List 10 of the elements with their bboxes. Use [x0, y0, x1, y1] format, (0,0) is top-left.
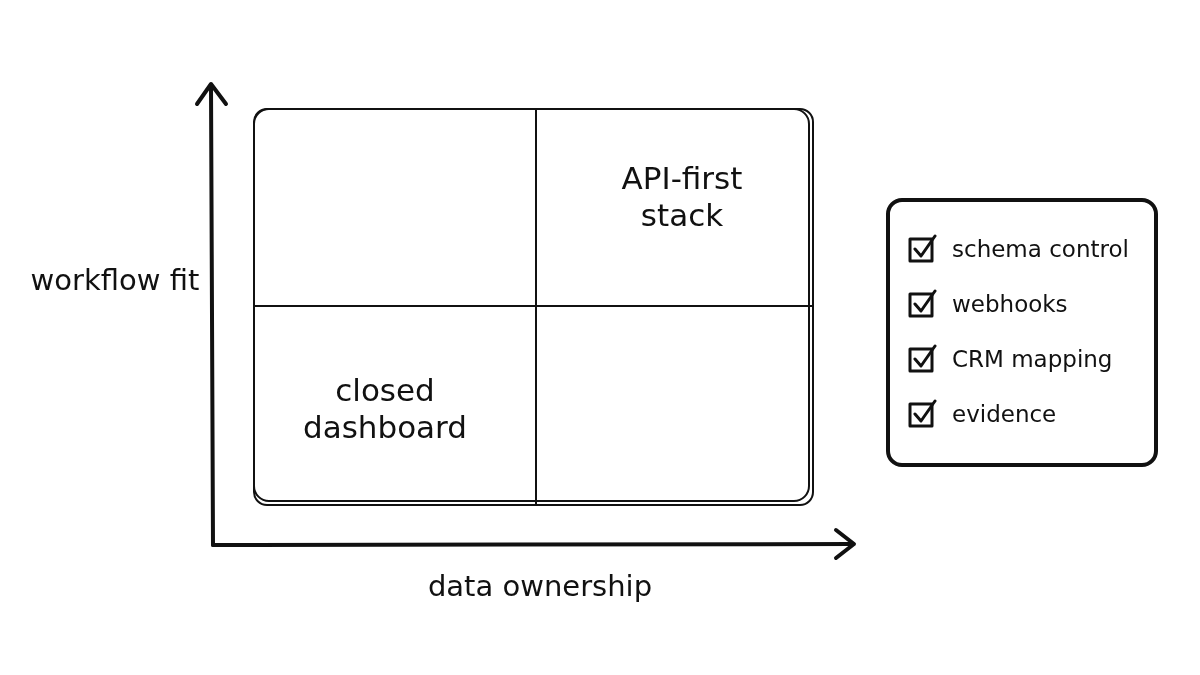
quadrant-label: closed dashboard [302, 372, 468, 447]
checklist-item: evidence [952, 401, 1057, 427]
checklist-item: schema control [952, 236, 1129, 262]
axis-label: data ownership [426, 568, 654, 605]
quadrant-label: API-first stack [620, 160, 744, 235]
checklist-item: webhooks [952, 291, 1068, 317]
checklist-item: CRM mapping [952, 346, 1113, 372]
quadrant-cell [535, 305, 814, 506]
checklist-panel [886, 198, 1158, 467]
axis-label: workflow fit [30, 262, 200, 299]
